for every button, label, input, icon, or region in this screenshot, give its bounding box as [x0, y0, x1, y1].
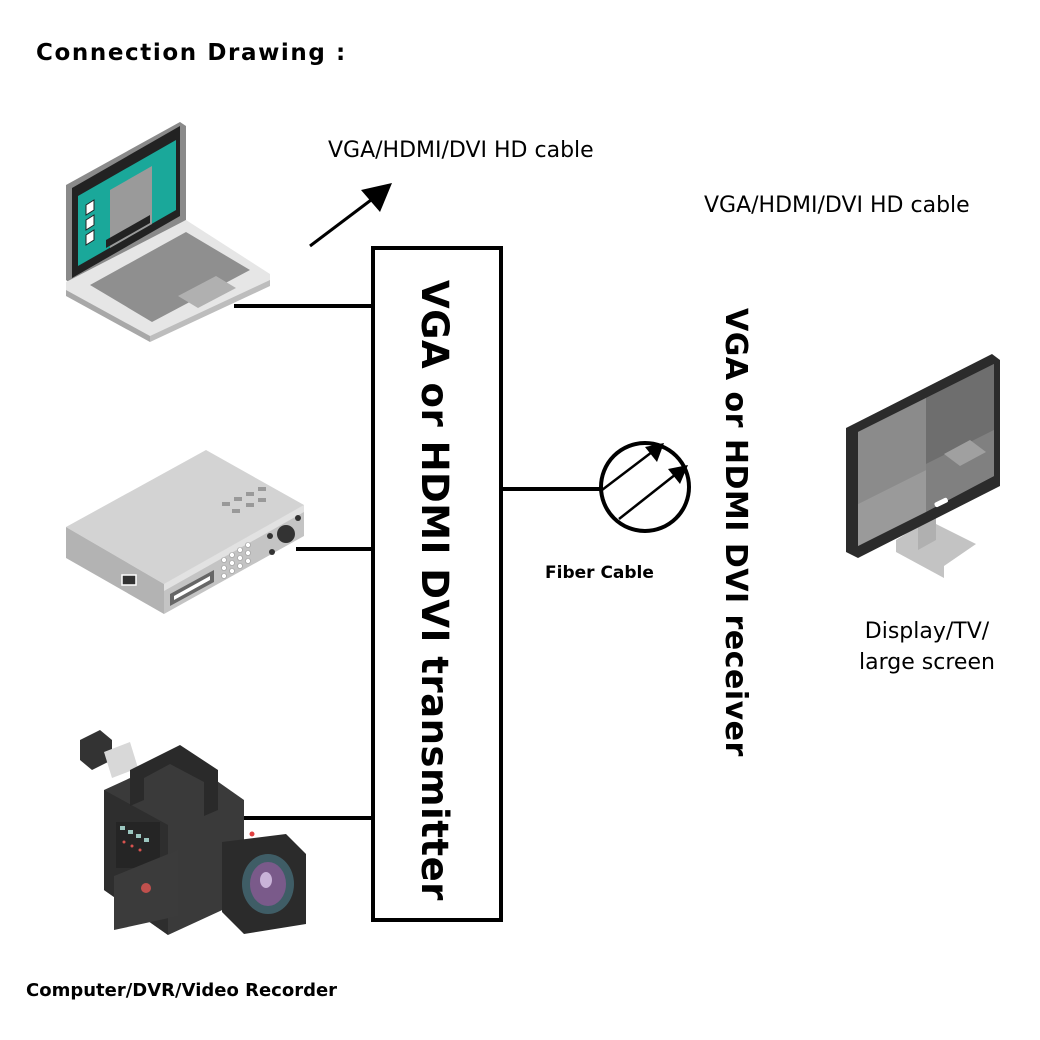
fiber-optic-icon — [599, 441, 691, 533]
diagram-title: Connection Drawing : — [36, 40, 347, 66]
display-label: Display/TV/ large screen — [832, 616, 1022, 678]
fiber-cable-label: Fiber Cable — [545, 563, 654, 583]
transmitter-box — [371, 246, 503, 922]
laptop-icon — [66, 122, 270, 342]
source-cable-label: VGA/HDMI/DVI HD cable — [328, 138, 594, 163]
receiver-label: VGA or HDMI DVI receiver — [718, 308, 753, 757]
source-devices-label: Computer/DVR/Video Recorder — [26, 980, 338, 1001]
transmitter-label: VGA or HDMI DVI transmitter — [413, 280, 456, 901]
display-label-line1: Display/TV/ — [864, 619, 990, 644]
display-cable-label: VGA/HDMI/DVI HD cable — [704, 193, 970, 218]
cable-arrow-icon — [309, 183, 392, 248]
display-label-line2: large screen — [859, 650, 995, 675]
dvr-icon — [66, 450, 304, 614]
monitor-icon — [846, 354, 1000, 578]
video-camera-icon — [80, 730, 306, 935]
